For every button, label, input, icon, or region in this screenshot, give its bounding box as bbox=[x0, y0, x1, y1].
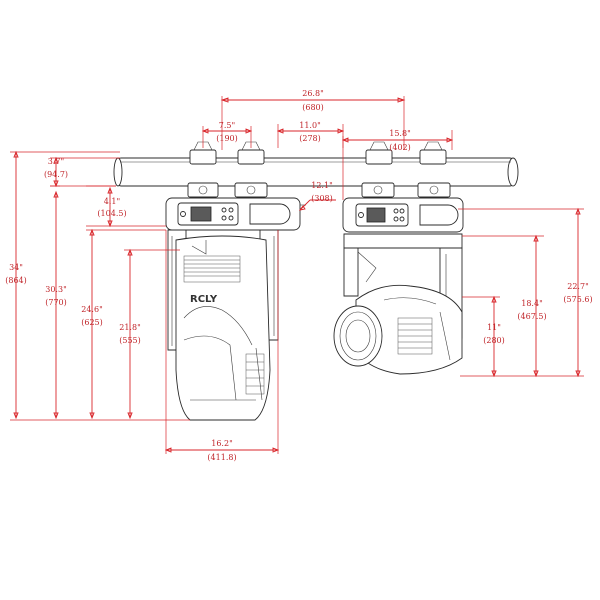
dim-tilt-axis-height: 11" (280) bbox=[462, 295, 505, 378]
dim-clamp-spacing-right: 15.8" (402) bbox=[341, 129, 454, 200]
left-head: RCLY bbox=[175, 235, 271, 421]
dim-tilt-axis-metric: (280) bbox=[483, 336, 505, 345]
dim-body-width-imperial: 16.2" bbox=[211, 439, 233, 448]
dim-tilt-axis-imperial: 11" bbox=[487, 323, 501, 332]
right-base bbox=[342, 197, 464, 233]
dim-fixture-gap: 11.0" (278) bbox=[276, 121, 345, 148]
dim-top-width: 26.8" (680) bbox=[220, 89, 406, 150]
dim-base-depth-imperial: 12.1" bbox=[311, 181, 333, 190]
dim-base-depth: 12.1" (308) bbox=[298, 181, 336, 211]
dim-right-total-metric: (575.6) bbox=[563, 295, 592, 304]
dim-clamp-left-metric: (190) bbox=[216, 134, 238, 143]
right-fixture bbox=[333, 141, 464, 375]
dim-total-height: 34" (864) bbox=[5, 150, 190, 421]
left-fixture: RCLY bbox=[165, 141, 306, 421]
dim-clamp-spacing-left: 7.5" (190) bbox=[201, 121, 253, 148]
dim-height-d-metric: (555) bbox=[119, 336, 141, 345]
dim-pipe-to-base: 4.1" (104.5) bbox=[86, 185, 166, 228]
dim-clamp-right-imperial: 15.8" bbox=[389, 129, 411, 138]
dim-clamp-left-imperial: 7.5" bbox=[219, 121, 235, 130]
dim-height-b: 30.3" (770) bbox=[45, 185, 67, 420]
dim-height-d-imperial: 21.8" bbox=[119, 323, 141, 332]
dim-pipe-base-metric: (104.5) bbox=[97, 209, 126, 218]
dim-body-width: 16.2" (411.8) bbox=[164, 230, 280, 462]
dim-height-b-metric: (770) bbox=[45, 298, 67, 307]
right-head bbox=[333, 284, 463, 375]
dim-truss-top-metric: (94.7) bbox=[44, 170, 68, 179]
dim-pipe-base-imperial: 4.1" bbox=[104, 197, 120, 206]
dim-right-yoke-height: 18.4" (467.5) bbox=[462, 234, 547, 378]
dim-height-b-imperial: 30.3" bbox=[45, 285, 67, 294]
left-base bbox=[165, 197, 306, 231]
dim-base-depth-metric: (308) bbox=[311, 194, 333, 203]
dim-truss-top-imperial: 3.7" bbox=[48, 157, 64, 166]
dim-right-yoke-metric: (467.5) bbox=[517, 312, 546, 321]
dim-right-yoke-imperial: 18.4" bbox=[521, 299, 543, 308]
left-head-logo: RCLY bbox=[190, 294, 218, 305]
dim-right-total-height: 22.7" (575.6) bbox=[458, 207, 593, 378]
dim-height-c-metric: (625) bbox=[81, 318, 103, 327]
dim-total-height-metric: (864) bbox=[5, 276, 27, 285]
right-head-grille bbox=[397, 317, 433, 355]
right-clamp-1 bbox=[361, 141, 395, 198]
dim-clamp-right-metric: (402) bbox=[389, 143, 411, 152]
right-clamp-2 bbox=[417, 141, 451, 198]
dim-top-width-metric: (680) bbox=[302, 103, 324, 112]
dim-top-width-imperial: 26.8" bbox=[302, 89, 324, 98]
left-head-grille bbox=[184, 259, 240, 277]
dim-fixture-gap-metric: (278) bbox=[299, 134, 321, 143]
dim-right-total-imperial: 22.7" bbox=[567, 282, 589, 291]
dim-height-d: 21.8" (555) bbox=[119, 248, 180, 420]
dim-height-c-imperial: 24.6" bbox=[81, 305, 103, 314]
dim-total-height-imperial: 34" bbox=[9, 263, 23, 272]
dim-body-width-metric: (411.8) bbox=[207, 453, 236, 462]
dim-truss-to-top: 3.7" (94.7) bbox=[44, 156, 120, 188]
dim-fixture-gap-imperial: 11.0" bbox=[299, 121, 321, 130]
dim-height-c: 24.6" (625) bbox=[81, 228, 166, 420]
